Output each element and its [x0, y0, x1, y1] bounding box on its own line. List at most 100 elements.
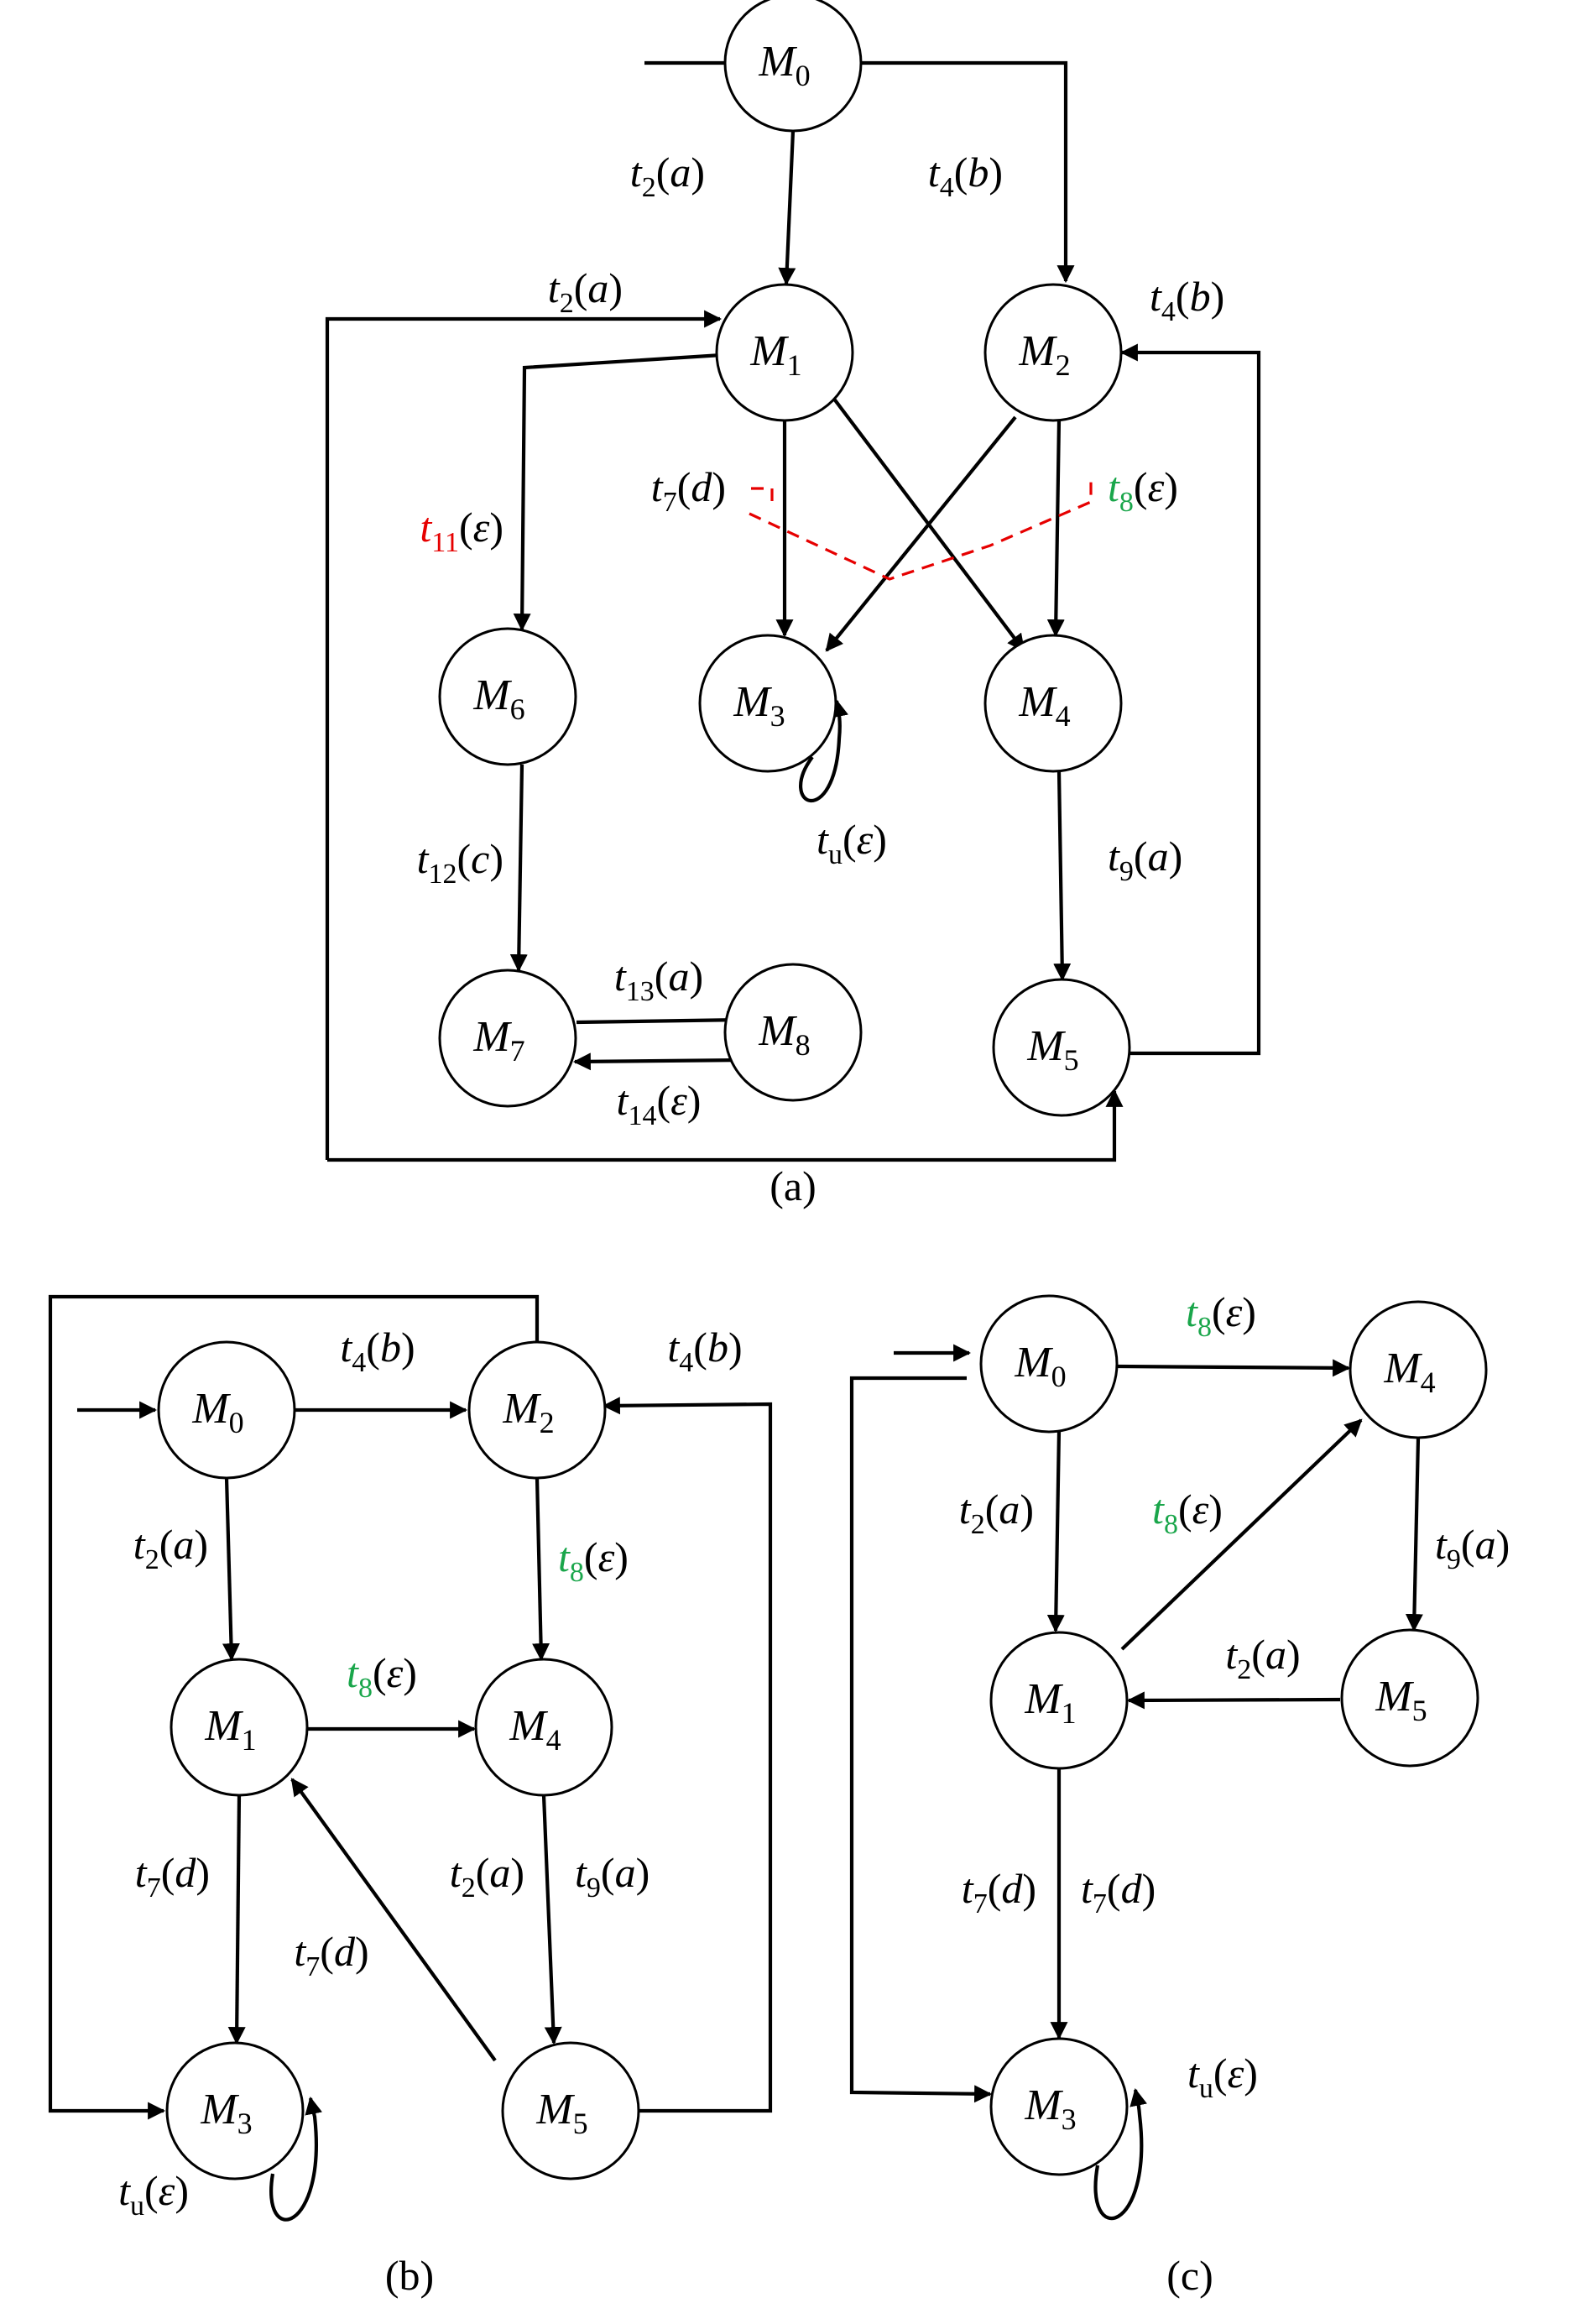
state-label-b-M3: M3 [200, 2086, 252, 2140]
caption-b: (b) [385, 2252, 434, 2299]
state-node-a-M4 [983, 634, 1123, 773]
transition-arrow-b-2 [222, 1477, 240, 1662]
transition-arrow-a-9 [1046, 420, 1065, 638]
transition-label-b-t4-2: t4(b) [667, 1324, 742, 1378]
transition-arrow-a-2 [513, 353, 723, 632]
transition-arrow-c-4 [1405, 1438, 1423, 1632]
state-node-b-M4 [474, 1658, 613, 1797]
state-node-a-M1 [715, 283, 854, 422]
transition-label-b-t9: t9(a) [575, 1849, 650, 1904]
state-node-c-M3 [989, 2037, 1129, 2176]
state-label-a-M0: M0 [758, 38, 810, 92]
transition-arrow-b-9 [48, 1294, 540, 2120]
state-node-b-M1 [170, 1658, 309, 1797]
transition-label-a-t4-2: t4(b) [1150, 273, 1224, 327]
state-label-c-M3: M3 [1024, 2081, 1076, 2136]
transition-label-b-t2-2: t2(a) [450, 1849, 524, 1904]
transition-label-layer: t2(a) t4(b) t2(a) t4(b) t7(d) t8(ε) t11(ε) tu(ε… [118, 149, 1510, 2222]
state-label-a-M7: M7 [472, 1013, 524, 1068]
transition-arrow-b-7 [290, 1778, 497, 2062]
caption-c: (c) [1166, 2252, 1213, 2299]
transition-label-c-t2-2: t2(a) [1225, 1631, 1300, 1685]
transition-label-a-t14: t14(ε) [617, 1077, 702, 1131]
transition-arrow-a-1 [778, 130, 796, 286]
transition-arrow-a-3 [327, 1089, 1124, 1162]
transition-label-a-t2-1: t2(a) [630, 149, 705, 203]
state-label-a-M1: M1 [749, 327, 801, 382]
transition-arrow-c-7 [849, 1376, 993, 2103]
transition-label-c-t8-2: t8(ε) [1152, 1486, 1223, 1540]
transition-arrow-a-10 [1053, 770, 1072, 982]
transition-label-b-t8-1: t8(ε) [558, 1533, 629, 1588]
transition-label-b-tu: tu(ε) [118, 2167, 189, 2222]
transition-arrow-c-1 [1117, 1359, 1351, 1377]
transition-label-c-t2-1: t2(a) [959, 1486, 1034, 1540]
self-loop-arrow-c-0 [1093, 2087, 1148, 2221]
transition-label-c-t8-1: t8(ε) [1186, 1288, 1256, 1343]
transition-arrow-a-7 [829, 393, 1025, 652]
state-node-c-M5 [1340, 1628, 1479, 1768]
state-label-c-M5: M5 [1375, 1673, 1427, 1727]
caption-layer: (a)(b)(c) [385, 1162, 1213, 2299]
state-label-c-M0: M0 [1014, 1339, 1066, 1393]
state-node-a-M8 [723, 963, 863, 1102]
dashed-cut-line-a-0 [751, 487, 774, 504]
state-label-b-M1: M1 [204, 1702, 256, 1757]
state-node-a-M3 [698, 634, 837, 773]
state-node-c-M1 [989, 1631, 1129, 1770]
state-node-b-M0 [157, 1340, 296, 1480]
transition-label-a-t11: t11(ε) [420, 504, 503, 558]
state-label-a-M3: M3 [733, 678, 785, 733]
transition-arrow-a-5 [1119, 343, 1261, 1056]
transition-arrow-c-3 [1120, 1418, 1363, 1651]
state-node-a-M6 [438, 627, 577, 766]
transition-label-c-t7-2: t7(d) [1081, 1865, 1156, 1919]
transition-arrow-a-13 [572, 1052, 743, 1071]
self-loop-arrow-b-0 [269, 2096, 323, 2222]
transition-arrow-b-5 [227, 1794, 246, 2045]
transition-label-b-t2-1: t2(a) [133, 1521, 208, 1575]
state-label-b-M0: M0 [191, 1385, 243, 1439]
state-label-b-M2: M2 [502, 1385, 554, 1439]
transition-arrow-b-8 [602, 1397, 773, 2113]
edge-layer [48, 60, 1423, 2222]
transition-label-a-tu: tu(ε) [816, 816, 887, 870]
dashed-cut-line-a-1 [749, 478, 1093, 581]
state-node-b-M2 [467, 1340, 607, 1480]
state-node-c-M0 [979, 1294, 1119, 1434]
state-node-a-M5 [992, 978, 1131, 1117]
transition-arrow-a-11 [509, 764, 528, 973]
transition-arrow-c-2 [1046, 1430, 1065, 1633]
state-label-b-M4: M4 [509, 1702, 561, 1757]
state-node-a-M0 [723, 0, 863, 133]
transition-arrow-a-4 [325, 310, 723, 1160]
transition-label-c-tu: tu(ε) [1187, 2050, 1258, 2104]
transition-label-a-t8: t8(ε) [1108, 463, 1178, 518]
transition-label-b-t8-2: t8(ε) [347, 1649, 417, 1704]
transition-label-b-t4-1: t4(b) [340, 1324, 415, 1378]
transition-label-a-t2-2: t2(a) [548, 264, 623, 319]
state-label-a-M2: M2 [1018, 327, 1070, 382]
self-loop-arrow-a-0 [799, 698, 849, 803]
transition-arrow-b-6 [541, 1794, 562, 2045]
state-label-a-M4: M4 [1018, 678, 1070, 733]
state-node-a-M2 [983, 283, 1123, 422]
state-node-a-M7 [438, 969, 577, 1108]
state-label-c-M1: M1 [1024, 1675, 1076, 1730]
transition-label-c-t7-1: t7(d) [962, 1865, 1036, 1919]
transition-label-b-t7-2: t7(d) [294, 1928, 368, 1982]
transition-arrow-b-3 [532, 1477, 550, 1662]
state-node-b-M5 [501, 2041, 640, 2180]
transition-label-b-t7-1: t7(d) [135, 1849, 210, 1904]
transition-label-a-t7: t7(d) [651, 463, 726, 518]
state-node-c-M4 [1349, 1300, 1488, 1439]
transition-label-c-t9: t9(a) [1435, 1521, 1510, 1575]
state-label-a-M6: M6 [472, 671, 524, 726]
state-label-b-M5: M5 [535, 2086, 587, 2140]
transition-arrow-a-8 [825, 415, 1017, 652]
state-label-a-M5: M5 [1026, 1022, 1078, 1077]
state-node-b-M3 [165, 2041, 305, 2180]
state-label-a-M8: M8 [758, 1007, 810, 1062]
